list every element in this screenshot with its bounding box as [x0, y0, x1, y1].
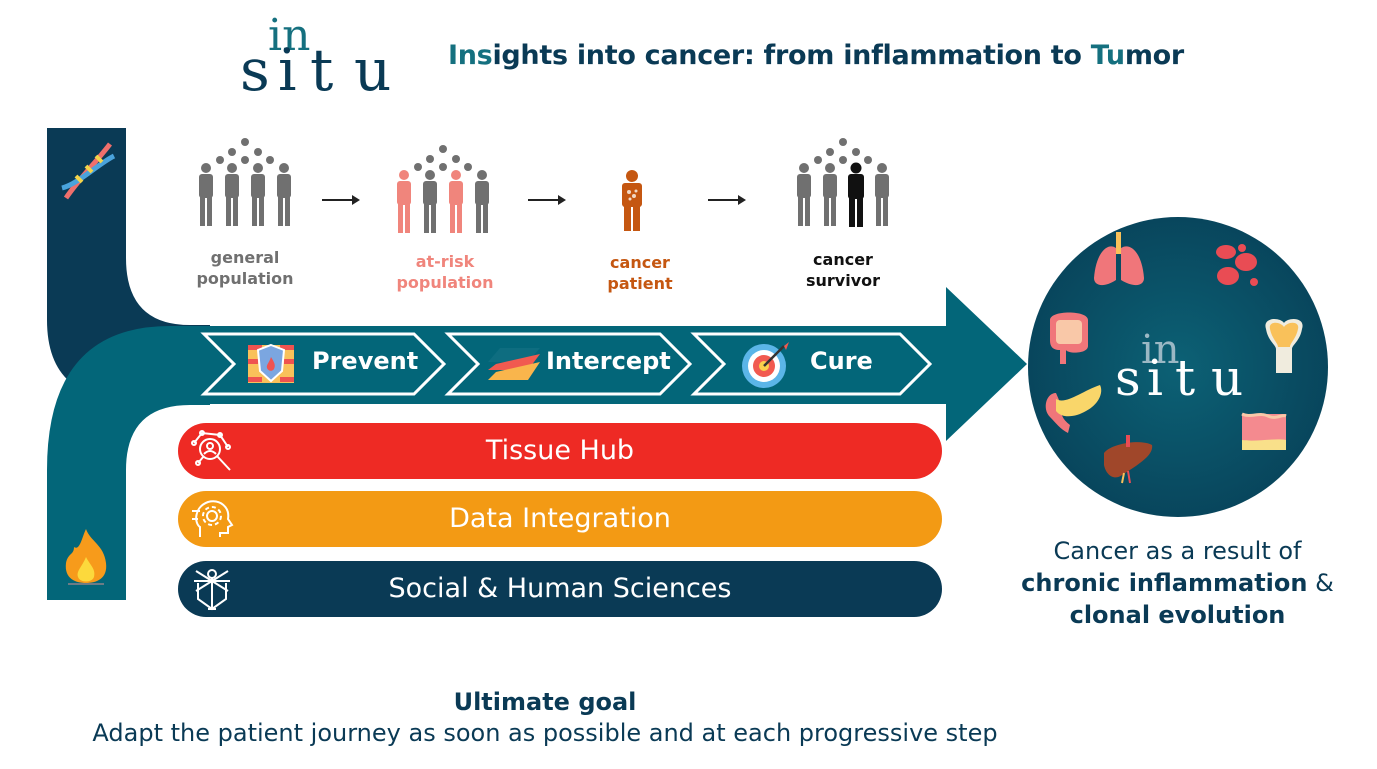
- logo-u: u: [1211, 349, 1243, 405]
- logo-in: in: [1141, 327, 1180, 373]
- intestine-icon: [1050, 312, 1088, 364]
- step-prevent: Prevent: [312, 347, 419, 375]
- logo-s: s: [1115, 349, 1141, 405]
- label-line: population: [196, 269, 294, 288]
- goal-title: Ultimate goal: [453, 688, 637, 716]
- patient-icon: [622, 170, 642, 231]
- flame-icon: [65, 529, 107, 585]
- label-line: at-risk: [415, 252, 475, 271]
- journey-label-general: general population: [180, 247, 310, 289]
- logo-i: i: [1147, 349, 1163, 405]
- head-gear-icon: [192, 500, 234, 537]
- logo-t: t: [1175, 349, 1195, 405]
- label-line: general: [210, 248, 280, 267]
- conclusion-line1: Cancer as a result of: [1053, 537, 1302, 565]
- title-part: ights into cancer: from inflammation to: [492, 40, 1091, 71]
- label-line: cancer: [813, 250, 873, 269]
- pillar-label: Tissue Hub: [485, 435, 635, 466]
- chevron-prevent: [200, 332, 447, 396]
- network-search-icon: [191, 430, 231, 471]
- logo-u: u: [354, 36, 391, 94]
- title-part: Ins: [448, 40, 493, 71]
- pillar-tissue-hub: Tissue Hub: [178, 423, 942, 479]
- human-figure-icon: [194, 569, 230, 611]
- pillar-label: Social & Human Sciences: [388, 573, 732, 604]
- pillar-data-integration: Data Integration: [178, 491, 942, 547]
- title-part: mor: [1124, 40, 1184, 71]
- pillar-label: Data Integration: [449, 503, 671, 534]
- bone-marrow-icon: [1265, 319, 1303, 373]
- inflammation-band: [47, 326, 210, 600]
- group-people-icon: [199, 138, 291, 226]
- conclusion-bold1: chronic inflammation: [1021, 569, 1308, 597]
- target-icon: [742, 342, 789, 388]
- logo-s: s: [240, 36, 270, 94]
- label-line: patient: [607, 274, 673, 293]
- layers-icon: [488, 348, 540, 380]
- journey-label-at-risk: at-risk population: [380, 251, 510, 293]
- circle-insitu-logo: in s i t u: [1115, 327, 1243, 405]
- title-part: Tu: [1090, 40, 1125, 71]
- pillar-social-human-sciences: Social & Human Sciences: [178, 561, 942, 617]
- goal-text: Adapt the patient journey as soon as pos…: [92, 719, 998, 747]
- conclusion-bold2: clonal evolution: [1069, 601, 1286, 629]
- logo-in: in: [268, 10, 310, 61]
- pancreas-icon: [1045, 385, 1102, 433]
- step-cure: Cure: [810, 347, 873, 375]
- at-risk-group-icon: [397, 145, 489, 233]
- dna-icon: [61, 142, 116, 200]
- label-line: survivor: [805, 271, 881, 290]
- label-line: cancer: [610, 253, 670, 272]
- journey-label-survivor: cancer survivor: [778, 249, 908, 291]
- blood-cells-icon: [1216, 244, 1258, 286]
- shield-wall-icon: [248, 343, 294, 383]
- lungs-icon: [1094, 232, 1144, 286]
- liver-icon: [1104, 435, 1153, 484]
- journey-label-patient: cancer patient: [575, 252, 705, 294]
- journey-arrow: [322, 195, 360, 205]
- journey-arrow: [528, 195, 566, 205]
- step-intercept: Intercept: [546, 347, 671, 375]
- chevron-cure: [690, 332, 933, 396]
- skin-icon: [1241, 412, 1287, 450]
- journey-arrow: [708, 195, 746, 205]
- logo-t: t: [310, 36, 333, 94]
- insitu-logo: in s i t u: [240, 10, 391, 94]
- label-line: population: [396, 273, 494, 292]
- logo-i: i: [278, 36, 297, 94]
- conclusion-amp: &: [1307, 569, 1334, 597]
- main-arrow: [180, 287, 1027, 441]
- chevron-intercept: [444, 332, 693, 396]
- survivor-group-icon: [797, 138, 889, 227]
- conclusion-text: Cancer as a result of chronic inflammati…: [1000, 535, 1355, 631]
- page-title: Insights into cancer: from inflammation …: [448, 40, 1184, 71]
